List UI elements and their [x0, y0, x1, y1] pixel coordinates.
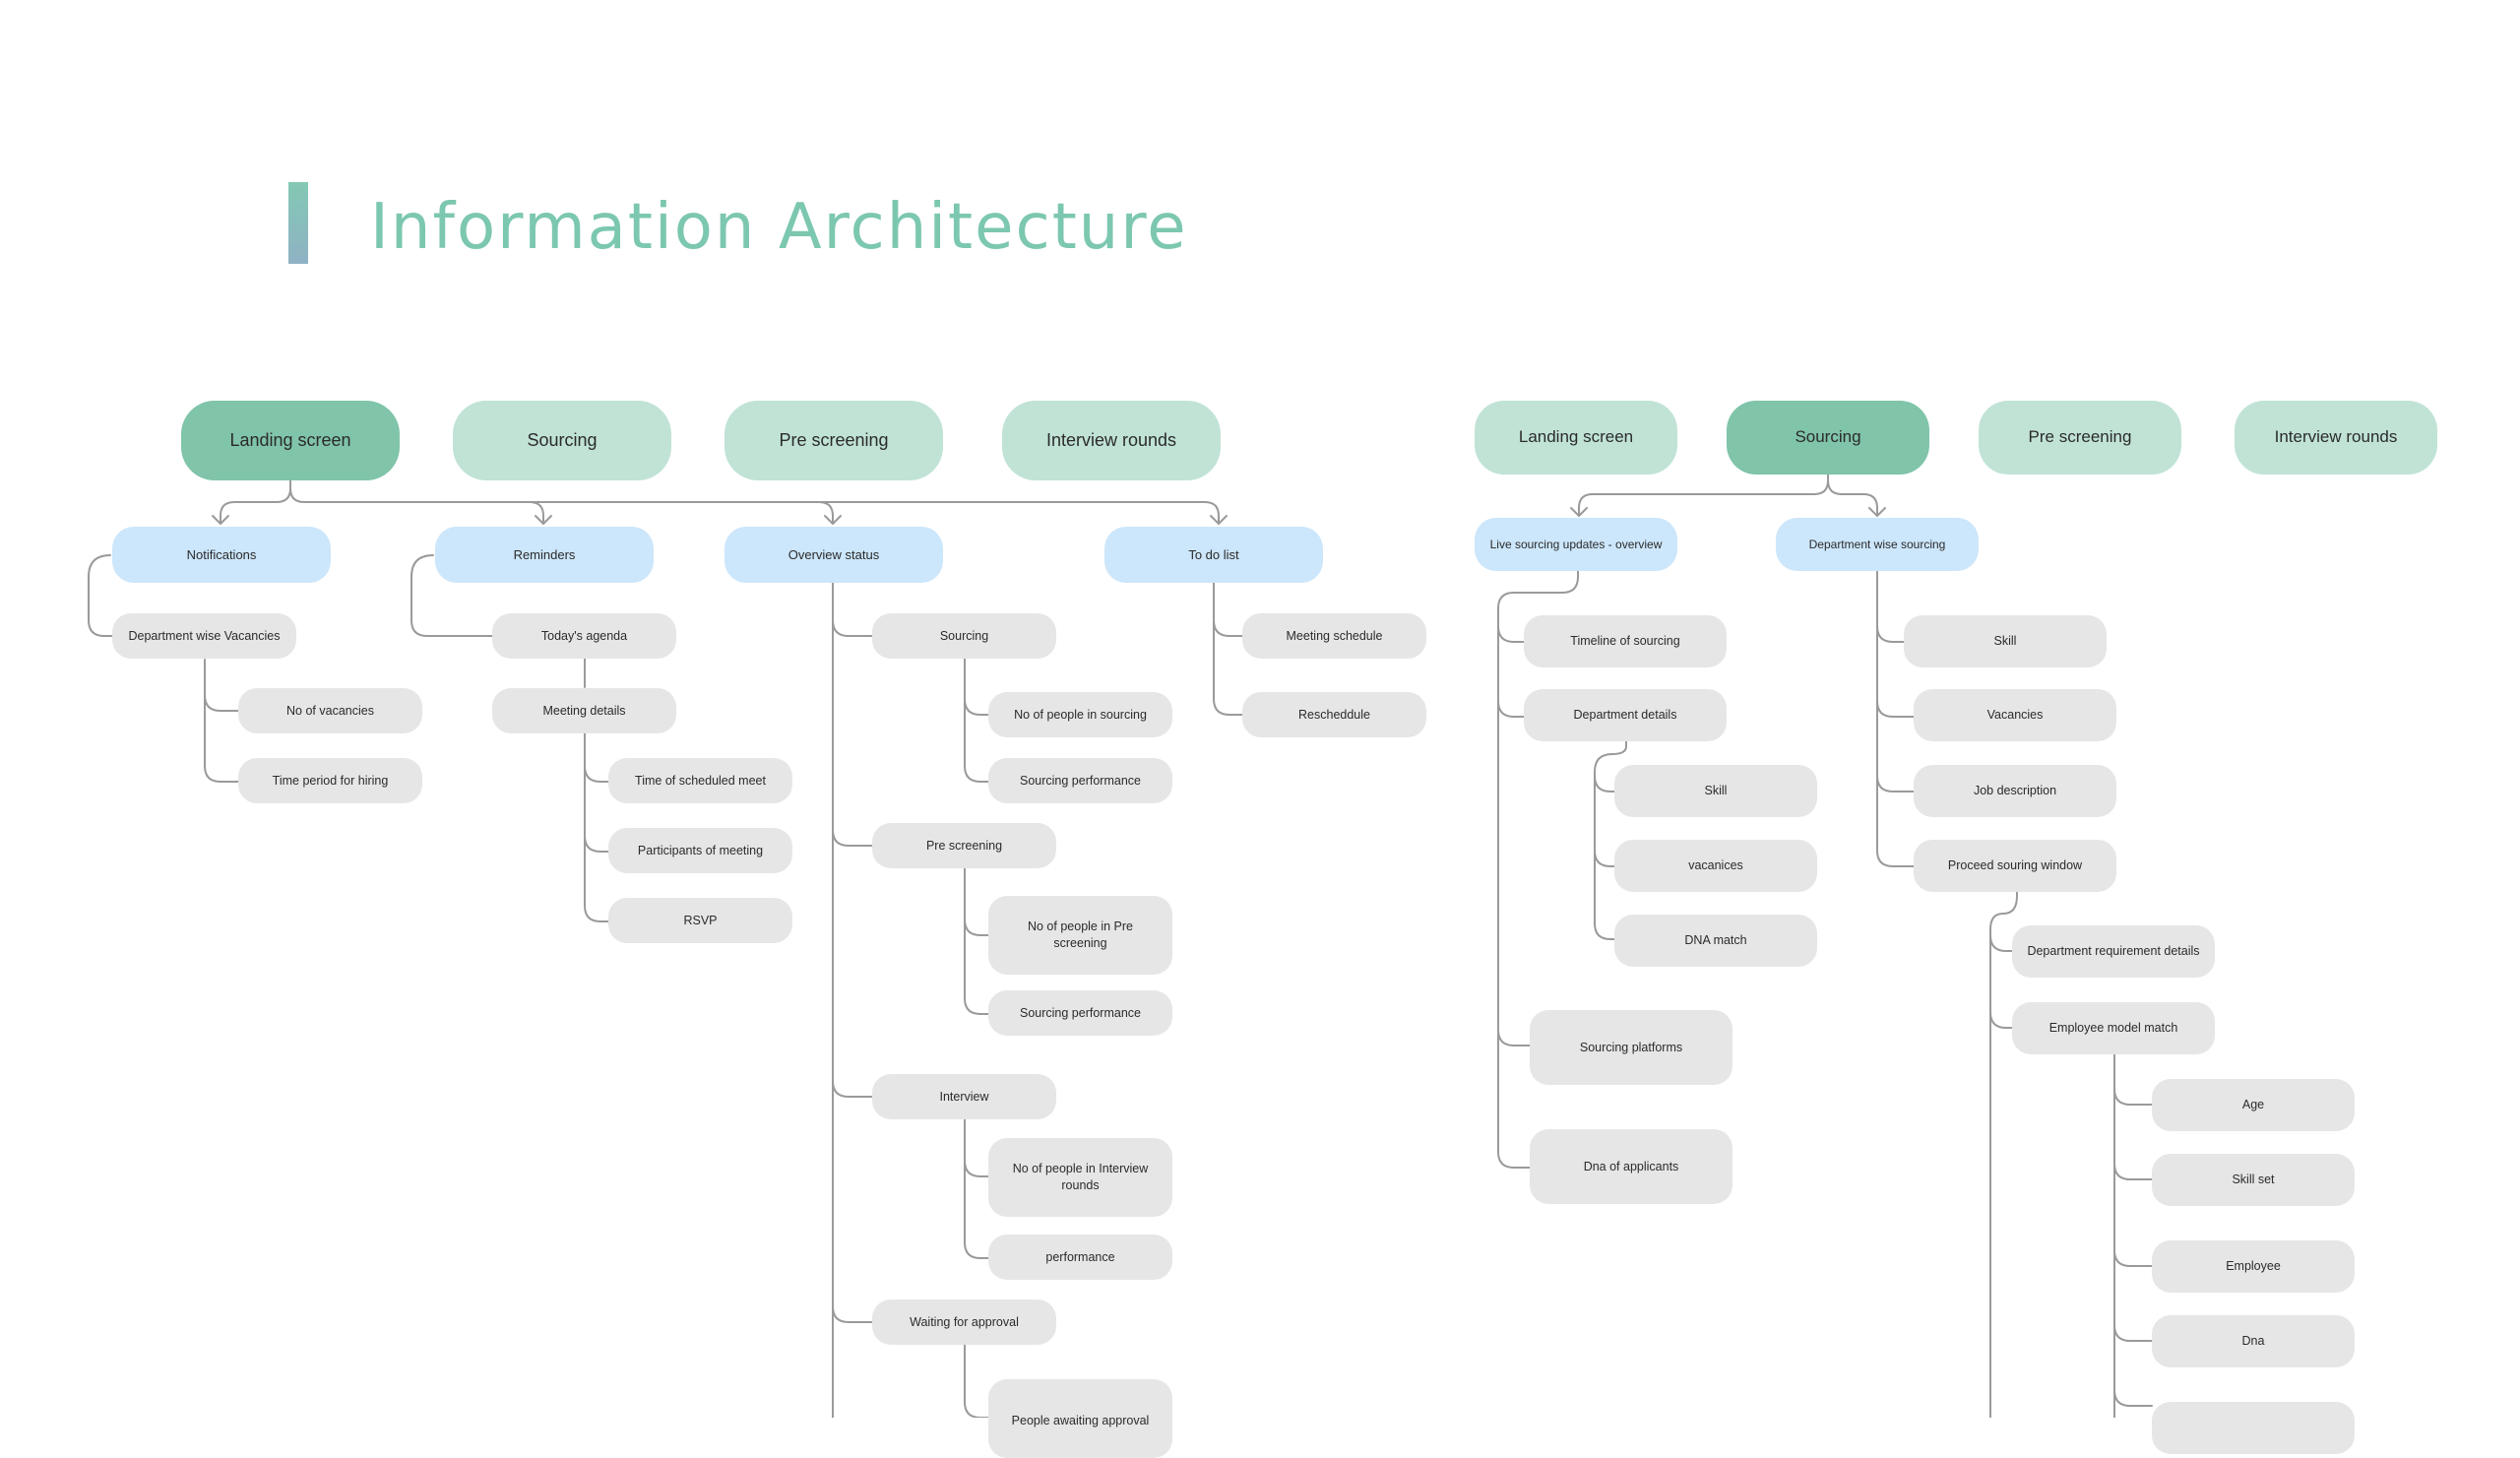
right-top-landing-screen[interactable]: Landing screen [1475, 401, 1677, 475]
item-meeting-details[interactable]: Meeting details [492, 688, 676, 733]
left-top-interview-rounds[interactable]: Interview rounds [1002, 401, 1221, 480]
item-reschedule[interactable]: Rescheddule [1242, 692, 1426, 737]
item-department-requirement-details[interactable]: Department requirement details [2012, 925, 2215, 978]
item-department-details[interactable]: Department details [1524, 689, 1727, 741]
item-timeline-of-sourcing[interactable]: Timeline of sourcing [1524, 615, 1727, 667]
item-truncated[interactable] [2152, 1402, 2355, 1454]
item-department-wise-vacancies[interactable]: Department wise Vacancies [112, 613, 296, 659]
item-no-of-people-in-sourcing[interactable]: No of people in sourcing [988, 692, 1172, 737]
item-employee[interactable]: Employee [2152, 1240, 2355, 1293]
item-proceed-sourcing-window[interactable]: Proceed souring window [1914, 840, 2116, 892]
item-rsvp[interactable]: RSVP [608, 898, 792, 943]
item-overview-sourcing[interactable]: Sourcing [872, 613, 1056, 659]
item-participants-of-meeting[interactable]: Participants of meeting [608, 828, 792, 873]
right-top-sourcing[interactable]: Sourcing [1727, 401, 1929, 475]
title-accent-bar [288, 182, 308, 264]
item-skill[interactable]: Skill [1614, 765, 1817, 817]
right-top-interview-rounds[interactable]: Interview rounds [2235, 401, 2437, 475]
left-top-pre-screening[interactable]: Pre screening [724, 401, 943, 480]
item-sourcing-performance-2[interactable]: Sourcing performance [988, 990, 1172, 1036]
section-live-sourcing-updates[interactable]: Live sourcing updates - overview [1475, 518, 1677, 571]
item-employee-model-match[interactable]: Employee model match [2012, 1002, 2215, 1054]
section-department-wise-sourcing[interactable]: Department wise sourcing [1776, 518, 1979, 571]
item-meeting-schedule[interactable]: Meeting schedule [1242, 613, 1426, 659]
item-vacancies[interactable]: Vacancies [1914, 689, 2116, 741]
item-dna-of-applicants[interactable]: Dna of applicants [1530, 1129, 1732, 1204]
section-reminders[interactable]: Reminders [435, 527, 654, 583]
item-job-description[interactable]: Job description [1914, 765, 2116, 817]
item-time-of-scheduled-meet[interactable]: Time of scheduled meet [608, 758, 792, 803]
item-no-of-vacancies[interactable]: No of vacancies [238, 688, 422, 733]
item-time-period-for-hiring[interactable]: Time period for hiring [238, 758, 422, 803]
section-to-do-list[interactable]: To do list [1104, 527, 1323, 583]
item-no-of-people-in-pre-screening[interactable]: No of people in Pre screening [988, 896, 1172, 975]
right-top-pre-screening[interactable]: Pre screening [1979, 401, 2181, 475]
item-overview-pre-screening[interactable]: Pre screening [872, 823, 1056, 868]
item-skill-set[interactable]: Skill set [2152, 1154, 2355, 1206]
item-people-awaiting-approval[interactable]: People awaiting approval [988, 1379, 1172, 1458]
item-skill-dept-sourcing[interactable]: Skill [1904, 615, 2107, 667]
item-sourcing-performance[interactable]: Sourcing performance [988, 758, 1172, 803]
item-todays-agenda[interactable]: Today's agenda [492, 613, 676, 659]
left-top-sourcing[interactable]: Sourcing [453, 401, 671, 480]
section-notifications[interactable]: Notifications [112, 527, 331, 583]
item-performance[interactable]: performance [988, 1235, 1172, 1280]
item-sourcing-platforms[interactable]: Sourcing platforms [1530, 1010, 1732, 1085]
connector-lines [88, 474, 2153, 1418]
section-overview-status[interactable]: Overview status [724, 527, 943, 583]
item-age[interactable]: Age [2152, 1079, 2355, 1131]
item-vacancies-dept[interactable]: vacanices [1614, 840, 1817, 892]
page-title: Information Architecture [370, 191, 1188, 264]
left-top-landing-screen[interactable]: Landing screen [181, 401, 400, 480]
item-dna[interactable]: Dna [2152, 1315, 2355, 1367]
item-waiting-for-approval[interactable]: Waiting for approval [872, 1300, 1056, 1345]
item-overview-interview[interactable]: Interview [872, 1074, 1056, 1119]
item-no-of-people-in-interview-rounds[interactable]: No of people in Interview rounds [988, 1138, 1172, 1217]
item-dna-match[interactable]: DNA match [1614, 915, 1817, 967]
